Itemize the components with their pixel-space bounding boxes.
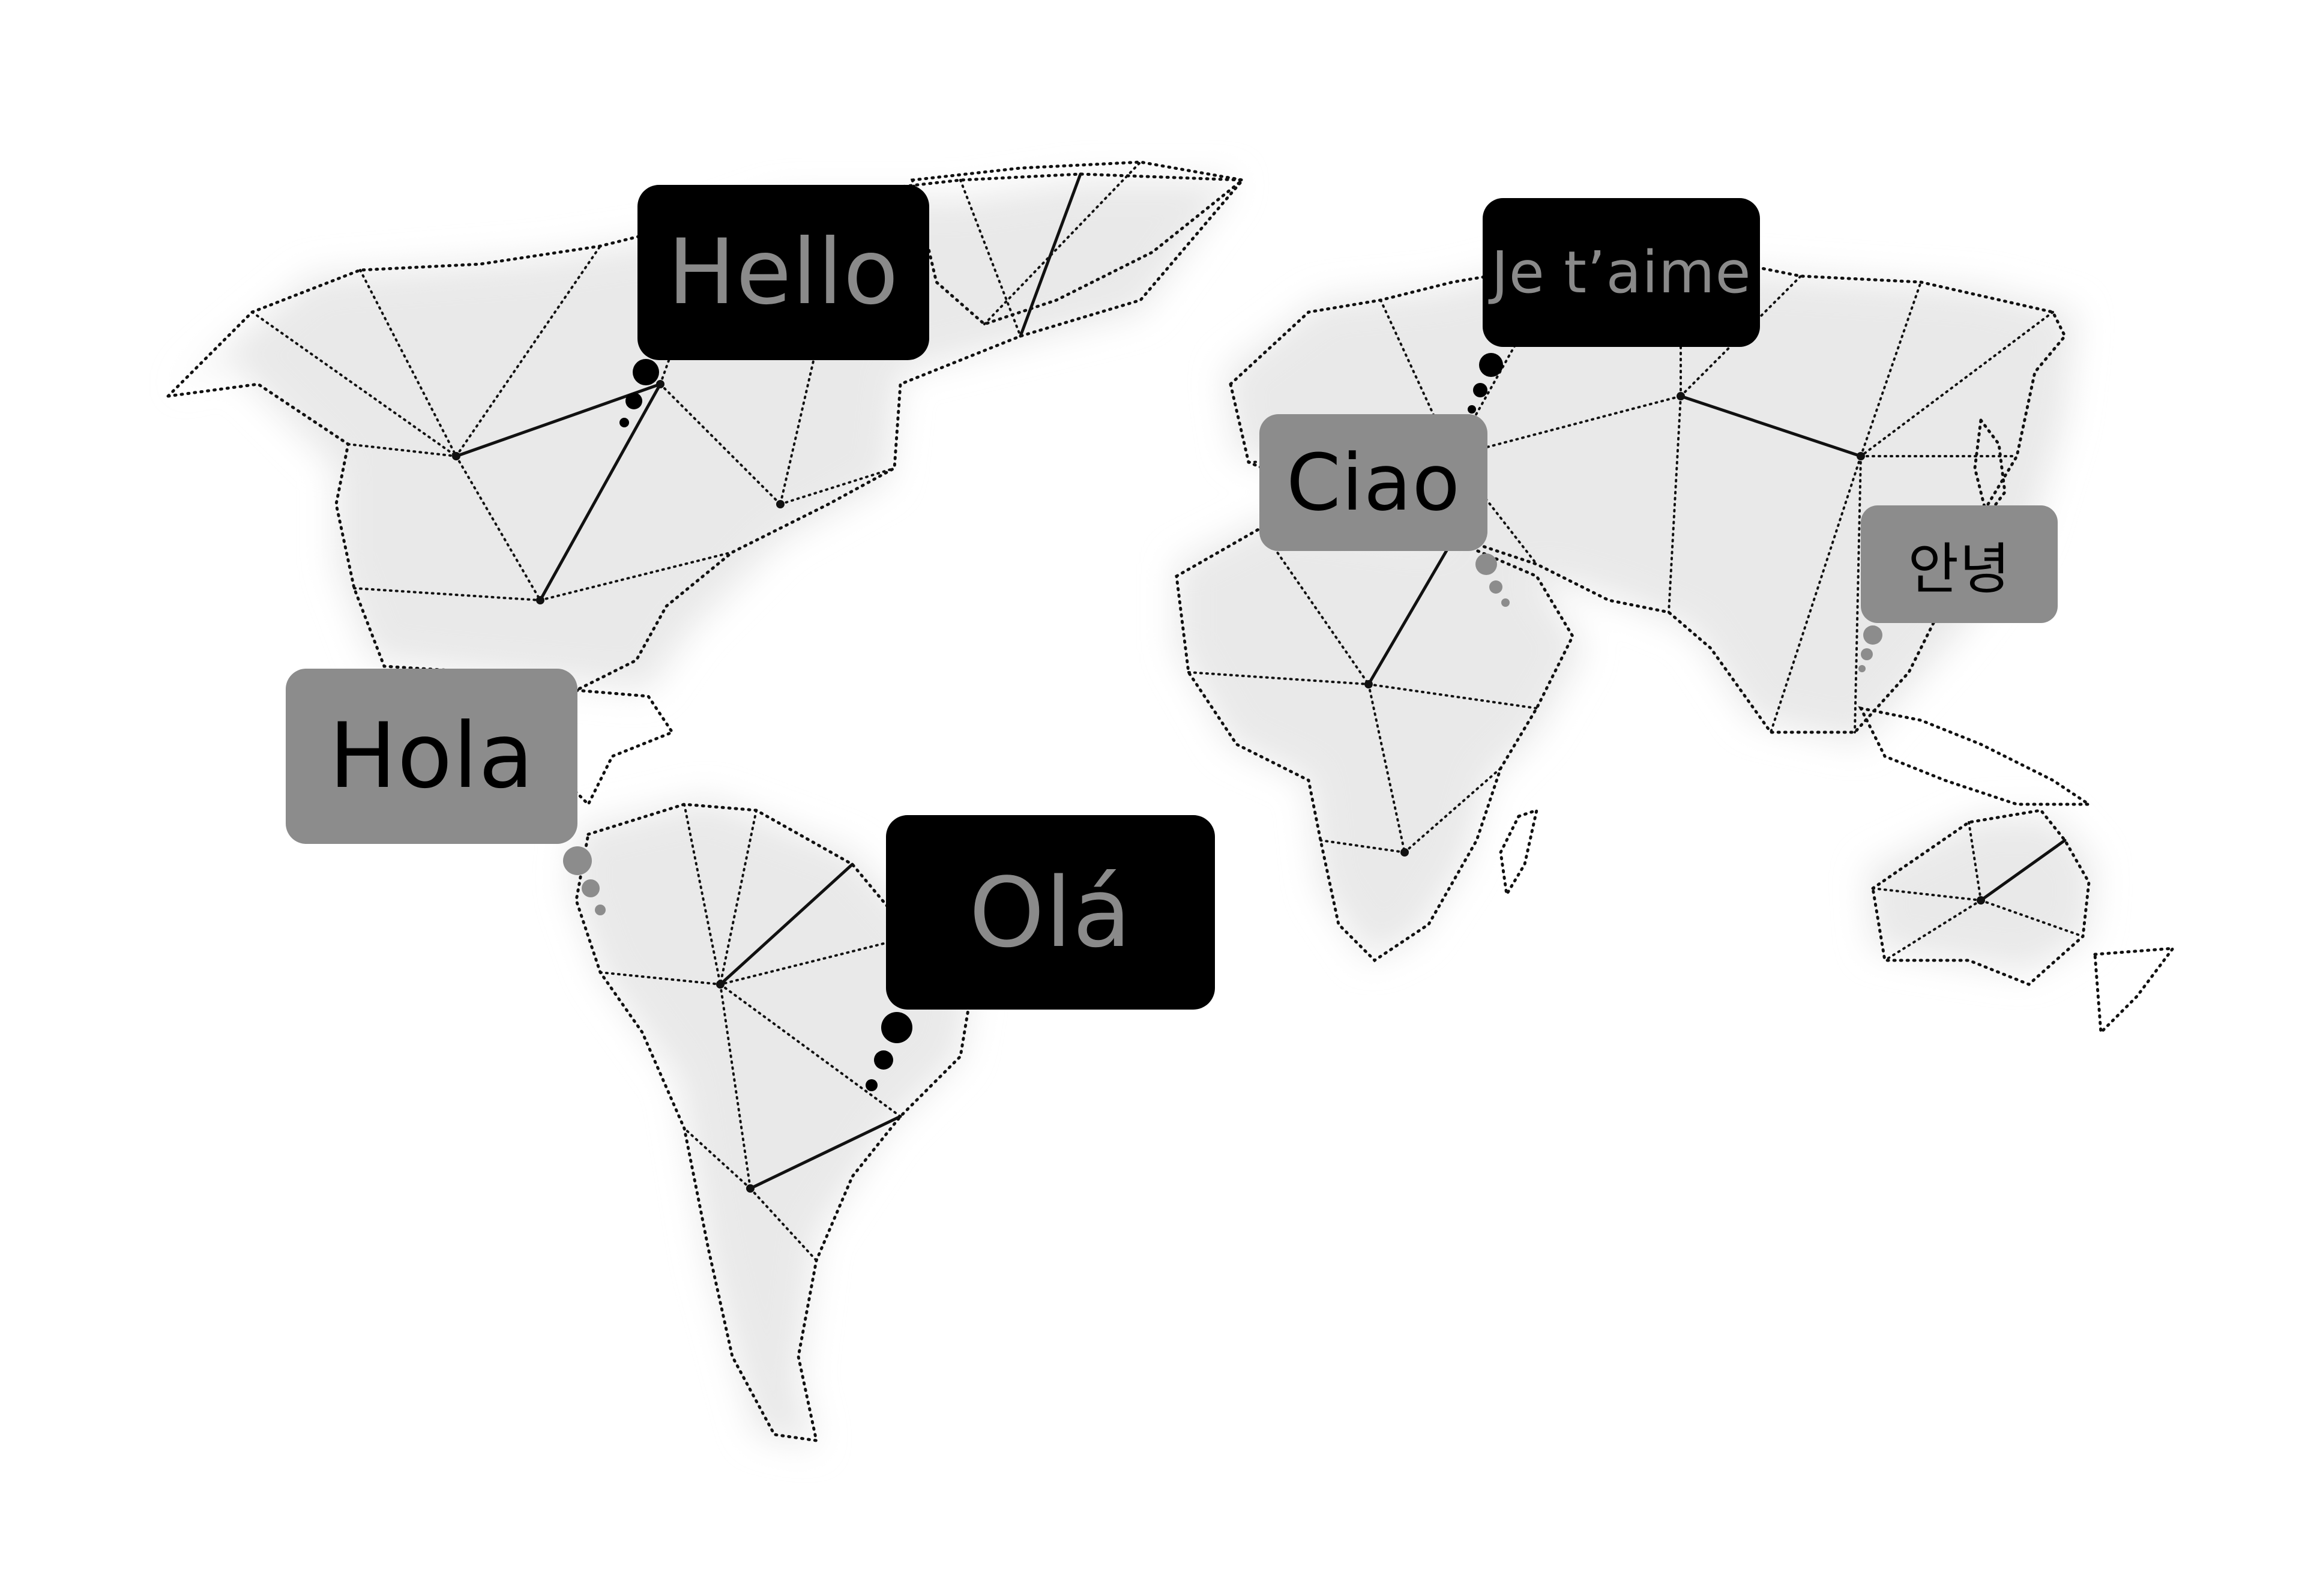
greeting-bubble-hello: Hello	[637, 185, 929, 360]
hello-tail	[619, 359, 659, 427]
greeting-text-ola: Olá	[969, 856, 1132, 969]
southeast-asia-outline	[1858, 706, 2094, 806]
annyeong-tail	[1858, 625, 1882, 672]
greeting-bubble-ciao: Ciao	[1259, 414, 1487, 551]
greeting-text-annyeong: 안녕	[1908, 537, 2011, 601]
eurasia-shadow	[1225, 258, 2077, 744]
hola-tail	[563, 846, 606, 915]
greeting-text-hola: Hola	[328, 704, 535, 809]
greeting-bubble-ola: Olá	[886, 815, 1215, 1010]
greeting-bubble-hola: Hola	[286, 669, 577, 844]
solid-accent-lines	[454, 172, 2067, 1190]
ciao-tail	[1475, 553, 1510, 607]
jetaime-tail	[1468, 353, 1503, 414]
continent-shadows	[174, 180, 2095, 1447]
greenland-outline	[910, 160, 1246, 326]
greeting-bubble-jetaime: Je t’aime	[1483, 198, 1760, 347]
greeting-text-hello: Hello	[667, 220, 899, 325]
greeting-bubble-annyeong: 안녕	[1861, 505, 2058, 623]
south-america-shadow	[570, 798, 972, 1447]
new-zealand-outline	[2093, 947, 2177, 1036]
greeting-text-jetaime: Je t’aime	[1491, 239, 1752, 306]
vertex-dots	[452, 380, 1985, 1193]
bubble-tail-dots	[563, 353, 1882, 1091]
madagascar-outline	[1499, 808, 1539, 899]
north-america-outline	[164, 172, 1246, 692]
north-america-shadow	[174, 180, 1237, 690]
central-america-outline	[562, 688, 675, 807]
ola-tail	[866, 1012, 912, 1091]
australia-outline	[1871, 809, 2091, 986]
south-america-outline	[574, 803, 974, 1442]
japan-outline	[1973, 416, 2007, 520]
greeting-text-ciao: Ciao	[1286, 437, 1461, 528]
